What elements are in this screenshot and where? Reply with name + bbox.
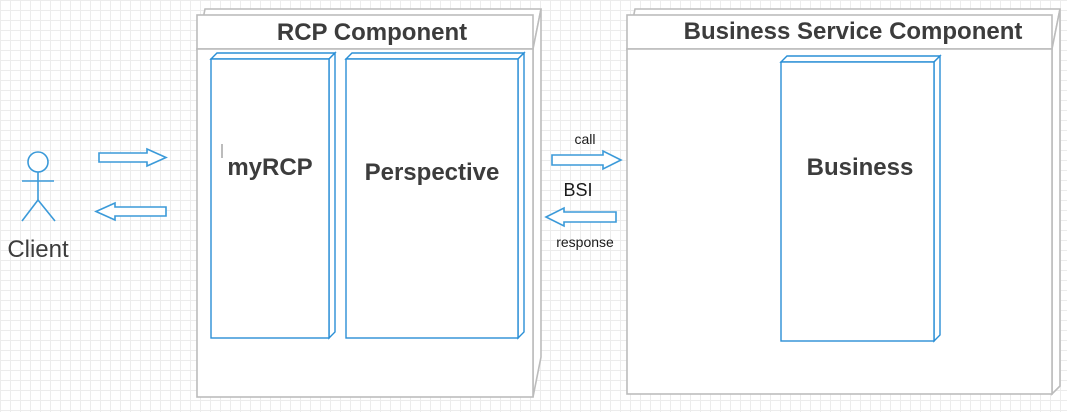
business-side-face	[933, 54, 941, 343]
business-front-face	[780, 61, 935, 342]
perspective-label: Perspective	[365, 159, 500, 186]
response-arrow[interactable]	[544, 206, 617, 228]
client-label: Client	[7, 236, 69, 263]
response-label: response	[556, 234, 614, 250]
bsc-title: Business Service Component	[684, 18, 1023, 45]
actor-left-leg	[21, 199, 39, 222]
myrcp-label: myRCP	[227, 154, 312, 181]
business-top-face	[779, 55, 942, 63]
call-arrow[interactable]	[551, 149, 623, 171]
myrcp-module[interactable]: myRCP	[209, 51, 337, 340]
perspective-side-face	[517, 51, 525, 340]
myrcp-front-face	[210, 58, 330, 339]
rcp-node-side-face	[532, 8, 542, 398]
rcp-node-title-bar	[196, 14, 534, 50]
business-module[interactable]: Business	[779, 54, 942, 343]
perspective-top-face	[344, 52, 526, 60]
perspective-module[interactable]: Perspective	[344, 51, 526, 340]
bsi-label: BSI	[563, 180, 592, 200]
actor-right-leg	[37, 199, 56, 222]
rcp-component-title: RCP Component	[277, 19, 467, 46]
call-label: call	[574, 131, 595, 147]
myrcp-side-face	[328, 51, 336, 340]
client-actor[interactable]: Client	[7, 151, 69, 263]
client-return-arrow	[94, 201, 167, 222]
client-request-arrow	[98, 147, 168, 168]
business-label: Business	[807, 154, 914, 181]
myrcp-top-face	[209, 52, 337, 60]
actor-head	[27, 151, 49, 173]
bsc-node-title-bar	[626, 14, 1053, 50]
perspective-front-face	[345, 58, 519, 339]
bsc-node-side-face	[1051, 8, 1061, 396]
